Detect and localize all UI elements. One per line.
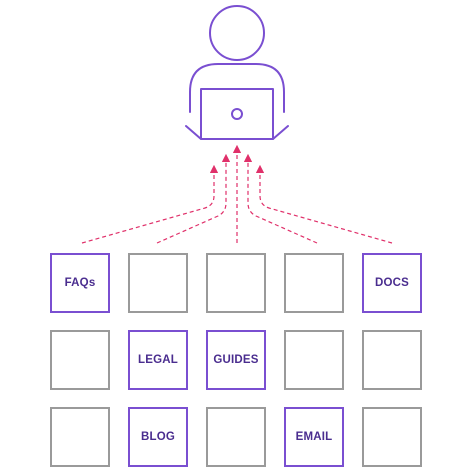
tile-empty [128, 253, 188, 313]
tile-empty [206, 407, 266, 467]
tile-empty [362, 330, 422, 390]
tile-label-docs: DOCS [374, 277, 410, 289]
person-torso-icon [189, 63, 285, 113]
arrow-from-legal [156, 153, 231, 244]
tile-label-email: EMAIL [295, 431, 333, 443]
arrow-from-docs [255, 164, 393, 244]
tile-label-blog: BLOG [140, 431, 176, 443]
arrow-from-faqs [81, 164, 219, 244]
tile-blog: BLOG [128, 407, 188, 467]
laptop-base-icon [185, 125, 289, 140]
tile-empty [206, 253, 266, 313]
tile-label-guides: GUIDES [213, 354, 259, 366]
laptop-logo-icon [231, 108, 243, 120]
tile-label-faqs: FAQs [64, 277, 96, 289]
tile-faqs: FAQs [50, 253, 110, 313]
arrows [81, 144, 393, 244]
person-head-icon [209, 5, 265, 61]
tile-empty [284, 253, 344, 313]
laptop-screen-icon [200, 88, 274, 140]
tile-email: EMAIL [284, 407, 344, 467]
tile-empty [362, 407, 422, 467]
arrow-from-email [243, 153, 318, 244]
tile-empty [50, 330, 110, 390]
person-at-laptop-icon [185, 5, 289, 140]
tile-empty [284, 330, 344, 390]
tile-label-legal: LEGAL [138, 354, 178, 366]
tile-docs: DOCS [362, 253, 422, 313]
tile-legal: LEGAL [128, 330, 188, 390]
tile-empty [50, 407, 110, 467]
tile-guides: GUIDES [206, 330, 266, 390]
